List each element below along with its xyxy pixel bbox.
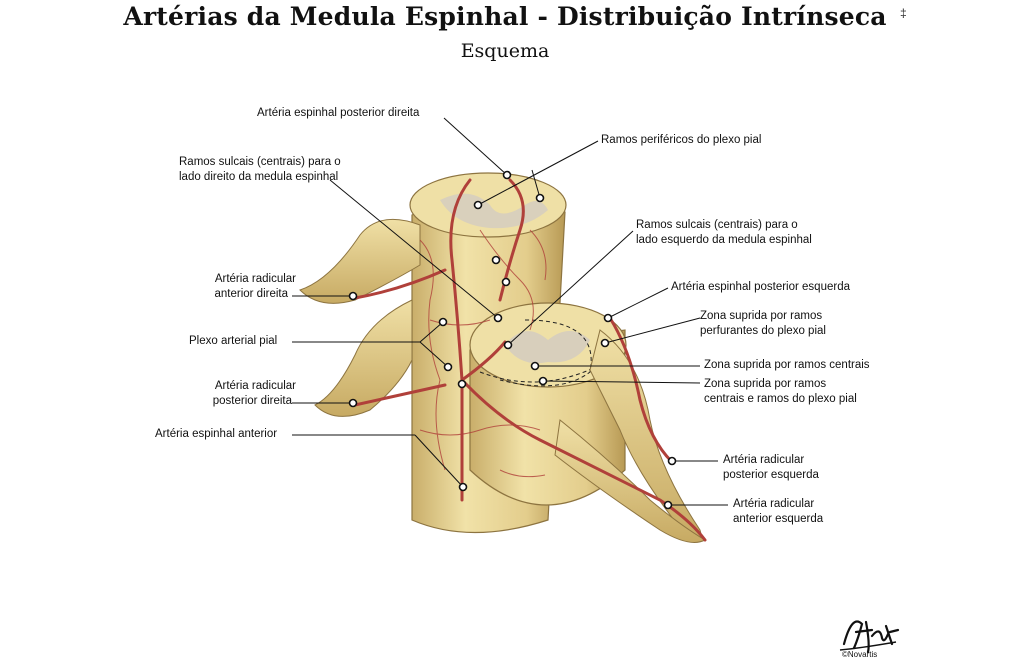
- label-anterior-spinal: Artéria espinhal anterior: [155, 428, 278, 440]
- marker-anterior-spinal-1: [457, 379, 467, 389]
- marker-zone-central: [530, 361, 540, 371]
- label-radicular-anterior-right-line2: anterior direita: [214, 288, 288, 300]
- marker-sulcal-right: [493, 313, 503, 323]
- marker-plexus-2: [443, 362, 453, 372]
- marker-radicular-posterior-right: [348, 398, 358, 408]
- marker-sulcal-left: [501, 277, 511, 287]
- label-posterior-spinal-right: Artéria espinhal posterior direita: [257, 107, 420, 119]
- marker-posterior-spinal-left: [603, 313, 613, 323]
- marker-zone-mixed: [538, 376, 548, 386]
- label-zone-central: Zona suprida por ramos centrais: [704, 359, 870, 371]
- netter-signature: [839, 620, 900, 654]
- nerve-roots: [299, 218, 707, 543]
- marker-plexus-1: [438, 317, 448, 327]
- marker-peripheral-2: [535, 193, 545, 203]
- marker-radicular-posterior-left: [667, 456, 677, 466]
- marker-radicular-anterior-left: [663, 500, 673, 510]
- label-radicular-posterior-right-line2: posterior direita: [212, 395, 292, 407]
- label-zone-mixed-line1: Zona suprida por ramos: [704, 378, 827, 390]
- label-radicular-anterior-left-line1: Artéria radicular: [733, 498, 815, 510]
- label-posterior-spinal-left: Artéria espinhal posterior esquerda: [671, 281, 850, 293]
- label-plexus-pial: Plexo arterial pial: [189, 335, 278, 347]
- label-zone-mixed-line2: centrais e ramos do plexo pial: [704, 393, 857, 405]
- copyright: ©Novartis: [842, 650, 878, 659]
- marker-posterior-spinal-right: [502, 170, 512, 180]
- label-radicular-anterior-left-line2: anterior esquerda: [733, 513, 824, 525]
- label-zone-perforating-line1: Zona suprida por ramos: [700, 310, 823, 322]
- leader-lines: [292, 117, 728, 506]
- label-sulcal-right-line1: Ramos sulcais (centrais) para o: [179, 156, 341, 168]
- callout-markers: [348, 170, 677, 510]
- small-branches: [419, 229, 547, 478]
- marker-sulcal-left-2: [503, 340, 513, 350]
- label-sulcal-left-line1: Ramos sulcais (centrais) para o: [636, 219, 798, 231]
- marker-zone-perforating: [600, 338, 610, 348]
- label-zone-perforating-line2: perfurantes do plexo pial: [700, 325, 826, 337]
- stray-mark: ‡: [900, 6, 907, 20]
- label-radicular-posterior-left-line1: Artéria radicular: [723, 454, 805, 466]
- label-radicular-posterior-right-line1: Artéria radicular: [214, 380, 296, 392]
- label-peripheral-branches: Ramos periféricos do plexo pial: [601, 134, 762, 146]
- marker-radicular-anterior-right: [348, 291, 358, 301]
- page-title: Artérias da Medula Espinhal - Distribuiç…: [123, 2, 887, 31]
- marker-peripheral-1: [473, 200, 483, 210]
- label-radicular-anterior-right-line1: Artéria radicular: [214, 273, 296, 285]
- label-sulcal-left-line2: lado esquerdo da medula espinhal: [636, 234, 812, 246]
- marker-anterior-spinal-2: [458, 482, 468, 492]
- label-radicular-posterior-left-line2: posterior esquerda: [723, 469, 819, 481]
- marker-sulcal-right-2: [491, 255, 501, 265]
- label-sulcal-right-line2: lado direito da medula espinhal: [179, 171, 339, 183]
- page-subtitle: Esquema: [460, 40, 550, 62]
